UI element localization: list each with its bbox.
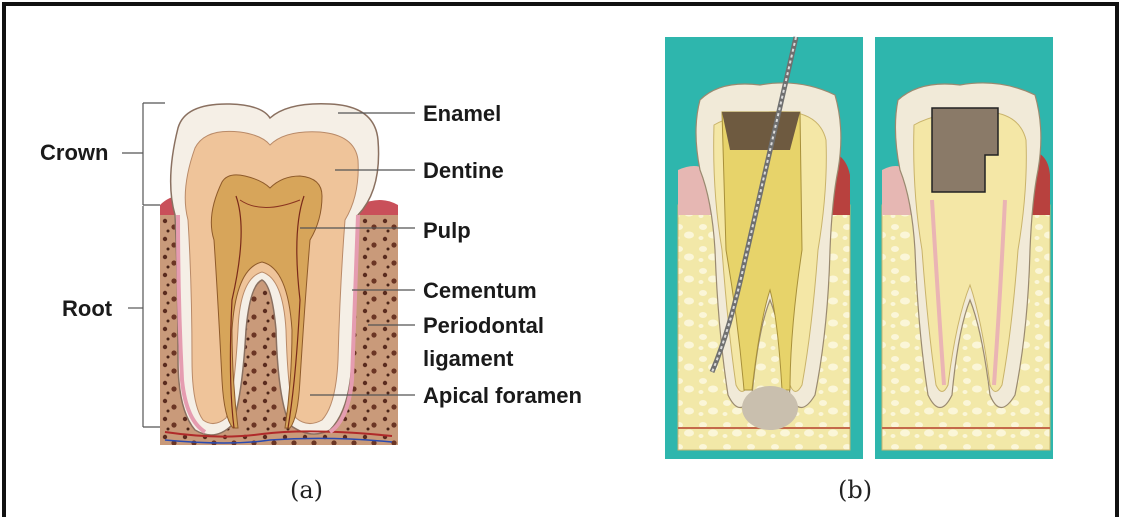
label-ligament: ligament bbox=[423, 348, 513, 370]
label-cementum: Cementum bbox=[423, 280, 537, 302]
label-dentine: Dentine bbox=[423, 160, 504, 182]
label-pulp: Pulp bbox=[423, 220, 471, 242]
label-crown: Crown bbox=[40, 142, 108, 164]
crown-root-brackets bbox=[122, 103, 165, 427]
label-enamel: Enamel bbox=[423, 103, 501, 125]
label-apical-foramen: Apical foramen bbox=[423, 385, 582, 407]
label-root: Root bbox=[62, 298, 112, 320]
label-periodontal: Periodontal bbox=[423, 315, 544, 337]
caption-a: (a) bbox=[290, 478, 323, 502]
tooth-anatomy-illustration bbox=[160, 104, 398, 445]
root-canal-illustration-2 bbox=[875, 37, 1053, 459]
caption-b: (b) bbox=[838, 478, 872, 502]
root-canal-illustration-1 bbox=[665, 37, 863, 459]
